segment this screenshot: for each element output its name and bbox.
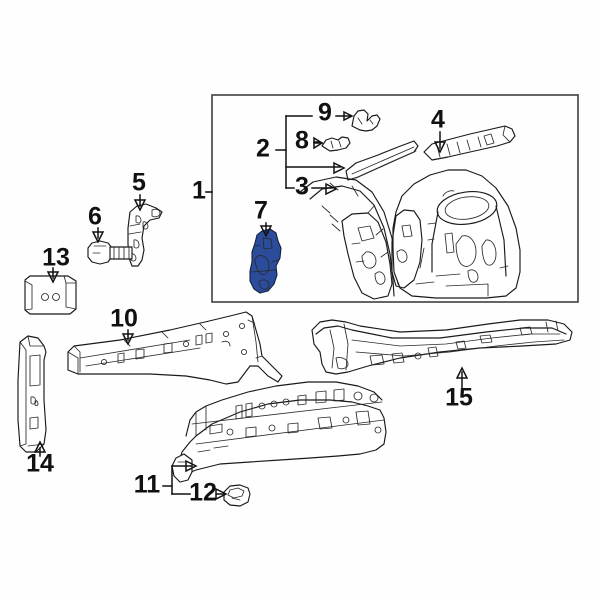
part-apron-upper-member[interactable]	[345, 140, 419, 181]
callout-label-6[interactable]: 6	[88, 203, 102, 231]
part-upper-stay-bracket[interactable]	[351, 109, 381, 132]
part-small-clip-bracket[interactable]	[321, 136, 351, 152]
part-front-side-member-rail[interactable]	[67, 311, 283, 385]
part-side-member-extension[interactable]	[171, 381, 387, 483]
part-flange-bolt[interactable]	[87, 240, 133, 265]
part-rocker-panel-reinforcement[interactable]	[311, 319, 573, 375]
callout-leaders	[33, 110, 469, 501]
callout-label-7[interactable]: 7	[254, 197, 268, 225]
callout-label-13[interactable]: 13	[42, 244, 70, 272]
callout-label-3[interactable]: 3	[295, 173, 309, 201]
apron-assembly-group-box	[211, 94, 579, 303]
callout-label-4[interactable]: 4	[431, 106, 445, 134]
callout-label-15[interactable]: 15	[445, 384, 473, 412]
callout-label-8[interactable]: 8	[295, 127, 309, 155]
callout-label-14[interactable]: 14	[26, 450, 54, 478]
callout-labels: 1 2 3 4 5 6 7 8 9 10 11 12 13 14 15	[26, 99, 473, 507]
callout-label-2[interactable]: 2	[256, 135, 270, 163]
callout-label-12[interactable]: 12	[189, 479, 217, 507]
part-apron-upper-reinforcement[interactable]	[423, 125, 516, 161]
callout-label-5[interactable]: 5	[132, 169, 146, 197]
part-wheelhouse-assembly[interactable]	[391, 169, 521, 299]
part-mounting-nut-cap[interactable]	[223, 484, 251, 507]
callout-label-9[interactable]: 9	[318, 99, 332, 127]
callout-label-1[interactable]: 1	[192, 177, 206, 205]
part-front-body-pillar-bracket-highlighted[interactable]	[249, 228, 282, 294]
callout-label-10[interactable]: 10	[110, 305, 138, 333]
part-front-body-pillar-lower-panel[interactable]	[17, 335, 47, 453]
callout-label-11[interactable]: 11	[134, 471, 161, 499]
part-front-mounting-plate[interactable]	[24, 275, 77, 315]
